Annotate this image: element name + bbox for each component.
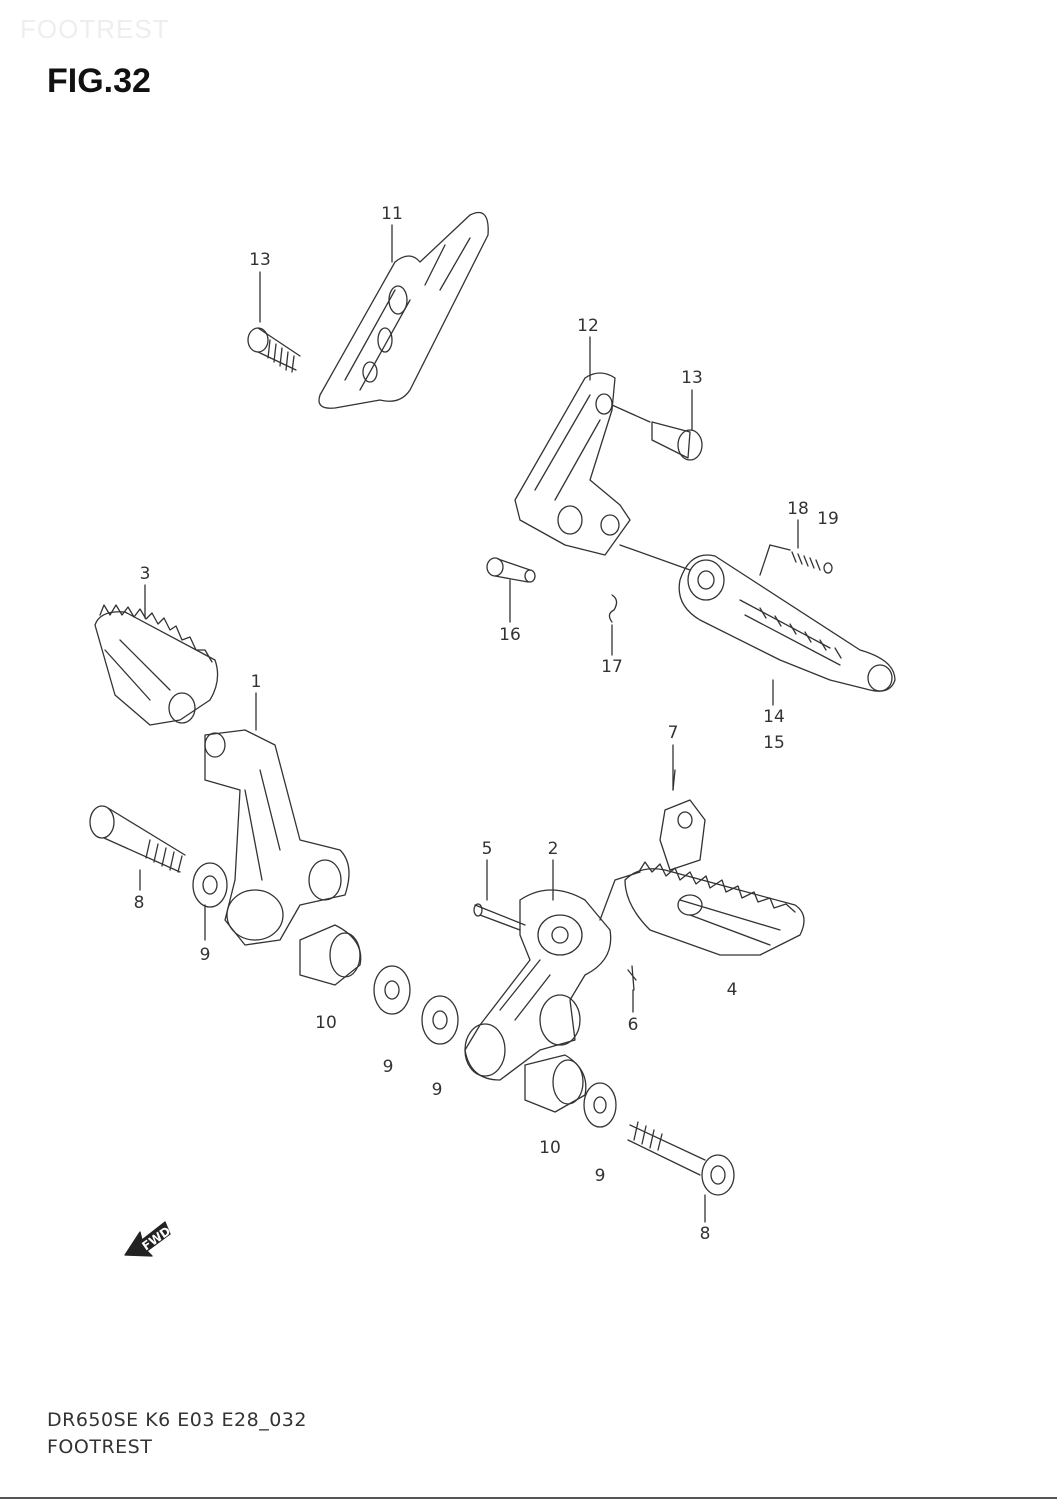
rear-bracket-12 — [514, 372, 631, 556]
callout-1: 1 — [250, 672, 262, 692]
callout-10-right: 10 — [539, 1138, 561, 1158]
bottom-border — [0, 1497, 1057, 1499]
footer-model-code: DR650SE K6 E03 E28_032 — [47, 1409, 307, 1431]
callout-8-left: 8 — [133, 893, 145, 913]
bolt-8-right — [627, 1121, 735, 1196]
clip-6 — [627, 965, 637, 991]
bushing-10-right — [524, 1054, 587, 1113]
callout-14: 14 — [763, 707, 785, 727]
callout-7: 7 — [667, 723, 679, 743]
callout-4: 4 — [726, 980, 738, 1000]
footer-section-name: FOOTREST — [47, 1436, 153, 1458]
washer-9-left-b — [373, 965, 411, 1015]
bolt-13-right — [611, 404, 703, 461]
callout-3: 3 — [139, 564, 151, 584]
washer-9-left-a — [192, 862, 228, 908]
callout-13-right: 13 — [681, 368, 703, 388]
pin-16 — [486, 557, 536, 583]
left-footpeg-3 — [94, 604, 219, 726]
washer-9-right-a — [421, 995, 459, 1045]
figure-title: FIG.32 — [47, 62, 151, 100]
forward-direction-arrow: FWD — [124, 1221, 173, 1257]
callout-10-left: 10 — [315, 1013, 337, 1033]
callout-17: 17 — [601, 657, 623, 677]
callout-5: 5 — [481, 839, 493, 859]
callout-15: 15 — [763, 733, 785, 753]
left-bracket-1 — [204, 729, 350, 946]
pin-5 — [473, 903, 526, 931]
rear-footpeg-14 — [619, 544, 896, 692]
callout-19: 19 — [817, 509, 839, 529]
bolt-8-left — [89, 805, 186, 873]
clip-17 — [608, 594, 618, 623]
callout-18: 18 — [787, 499, 809, 519]
callout-9-right-b: 9 — [594, 1166, 606, 1186]
right-footpeg-4 — [624, 861, 805, 956]
callout-9-left-a: 9 — [199, 945, 211, 965]
bushing-10-left — [299, 924, 362, 986]
heel-guard-plate-11 — [318, 211, 489, 409]
callout-8-right: 8 — [699, 1224, 711, 1244]
callout-16: 16 — [499, 625, 521, 645]
callout-6: 6 — [627, 1015, 639, 1035]
bolt-13-upper-left — [247, 327, 301, 373]
pivot-7 — [659, 769, 706, 871]
right-bracket-2 — [464, 871, 641, 1081]
callout-2: 2 — [547, 839, 559, 859]
spring-18 — [759, 544, 833, 576]
callout-12: 12 — [577, 316, 599, 336]
watermark-title: FOOTREST — [20, 14, 170, 44]
leader-lines — [139, 224, 799, 1223]
callout-9-left-b: 9 — [382, 1057, 394, 1077]
callout-9-right-a: 9 — [431, 1080, 443, 1100]
washer-9-right-b — [583, 1082, 617, 1128]
callout-11: 11 — [381, 204, 403, 224]
callout-13-upper: 13 — [249, 250, 271, 270]
